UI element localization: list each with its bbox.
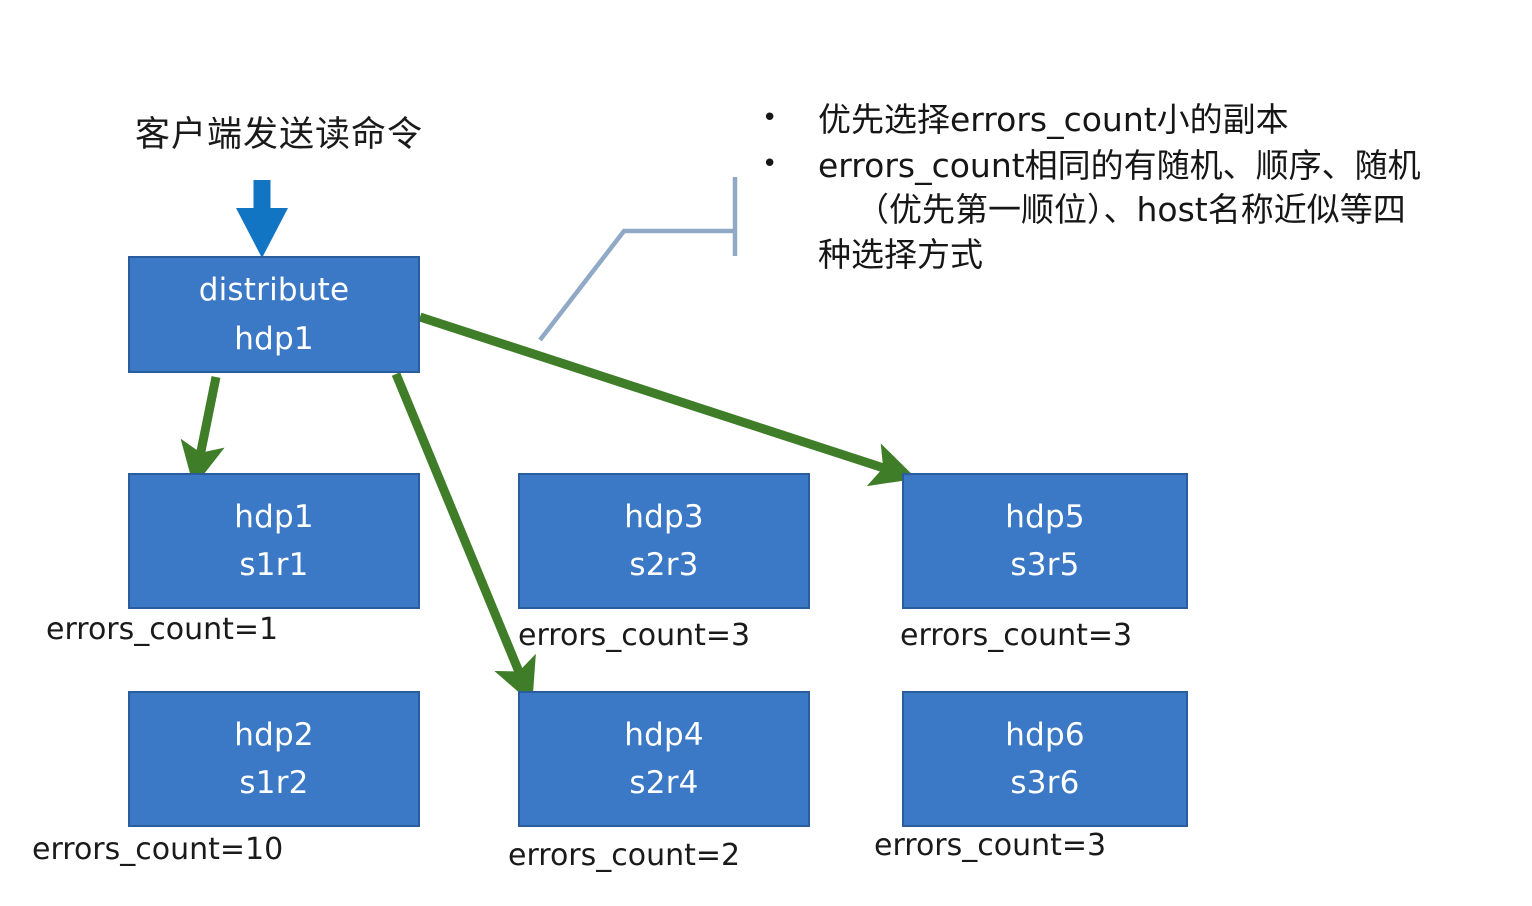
errors-count-label-hdp3: errors_count=3 [518, 618, 751, 653]
note-bullet-1-text: 优先选择errors_count小的副本 [818, 100, 1289, 139]
note-bullet-2: • errors_count相同的有随机、顺序、随机 （优先第一顺位）、host… [752, 144, 1522, 277]
node-hdp5-slot: s3r5 [1010, 547, 1080, 583]
errors-count-label-hdp2: errors_count=10 [32, 832, 284, 867]
node-hdp6-host: hdp6 [1005, 716, 1085, 753]
node-hdp3-slot: s2r3 [629, 547, 699, 583]
note-bullet-2-text: errors_count相同的有随机、顺序、随机 （优先第一顺位）、host名称… [818, 144, 1522, 277]
node-hdp5-host: hdp5 [1005, 498, 1085, 535]
node-hdp1[interactable]: hdp1 s1r1 [128, 473, 420, 609]
client-read-caption: 客户端发送读命令 [135, 115, 424, 155]
note-bullet-2-line-2: （优先第一顺位）、host名称近似等四 [856, 190, 1406, 230]
bullet-dot-icon: • [762, 103, 778, 133]
edge-distribute-hdp5 [418, 312, 917, 487]
edge-distribute-hdp1 [180, 376, 225, 488]
node-hdp4[interactable]: hdp4 s2r4 [518, 691, 810, 827]
node-hdp2-host: hdp2 [234, 716, 314, 753]
callout-leader-line [538, 177, 738, 342]
errors-count-label-hdp4: errors_count=2 [508, 838, 741, 873]
bullet-dot-icon: • [762, 149, 778, 180]
node-hdp2[interactable]: hdp2 s1r2 [128, 691, 420, 827]
node-hdp3[interactable]: hdp3 s2r3 [518, 473, 810, 609]
node-hdp3-host: hdp3 [624, 498, 704, 535]
node-hdp6-slot: s3r6 [1010, 765, 1080, 801]
node-hdp2-slot: s1r2 [239, 765, 309, 801]
note-bullet-1: • 优先选择errors_count小的副本 [752, 98, 1522, 142]
selection-policy-notes: • 优先选择errors_count小的副本 • errors_count相同的… [752, 98, 1522, 279]
node-distribute[interactable]: distribute hdp1 [128, 256, 420, 373]
node-hdp4-slot: s2r4 [629, 765, 699, 801]
node-hdp1-slot: s1r1 [239, 547, 309, 583]
node-hdp1-host: hdp1 [234, 498, 314, 535]
node-distribute-host: hdp1 [234, 320, 314, 357]
note-bullet-2-line-1: errors_count相同的有随机、顺序、随机 [818, 146, 1421, 186]
node-hdp6[interactable]: hdp6 s3r6 [902, 691, 1188, 827]
client-read-arrow-icon [236, 180, 288, 258]
node-hdp4-host: hdp4 [624, 716, 704, 753]
errors-count-label-hdp6: errors_count=3 [874, 828, 1107, 863]
node-distribute-title: distribute [198, 272, 350, 309]
errors-count-label-hdp5: errors_count=3 [900, 618, 1133, 653]
node-hdp5[interactable]: hdp5 s3r5 [902, 473, 1188, 609]
errors-count-label-hdp1: errors_count=1 [46, 612, 279, 647]
note-bullet-2-line-3: 种选择方式 [818, 234, 983, 274]
